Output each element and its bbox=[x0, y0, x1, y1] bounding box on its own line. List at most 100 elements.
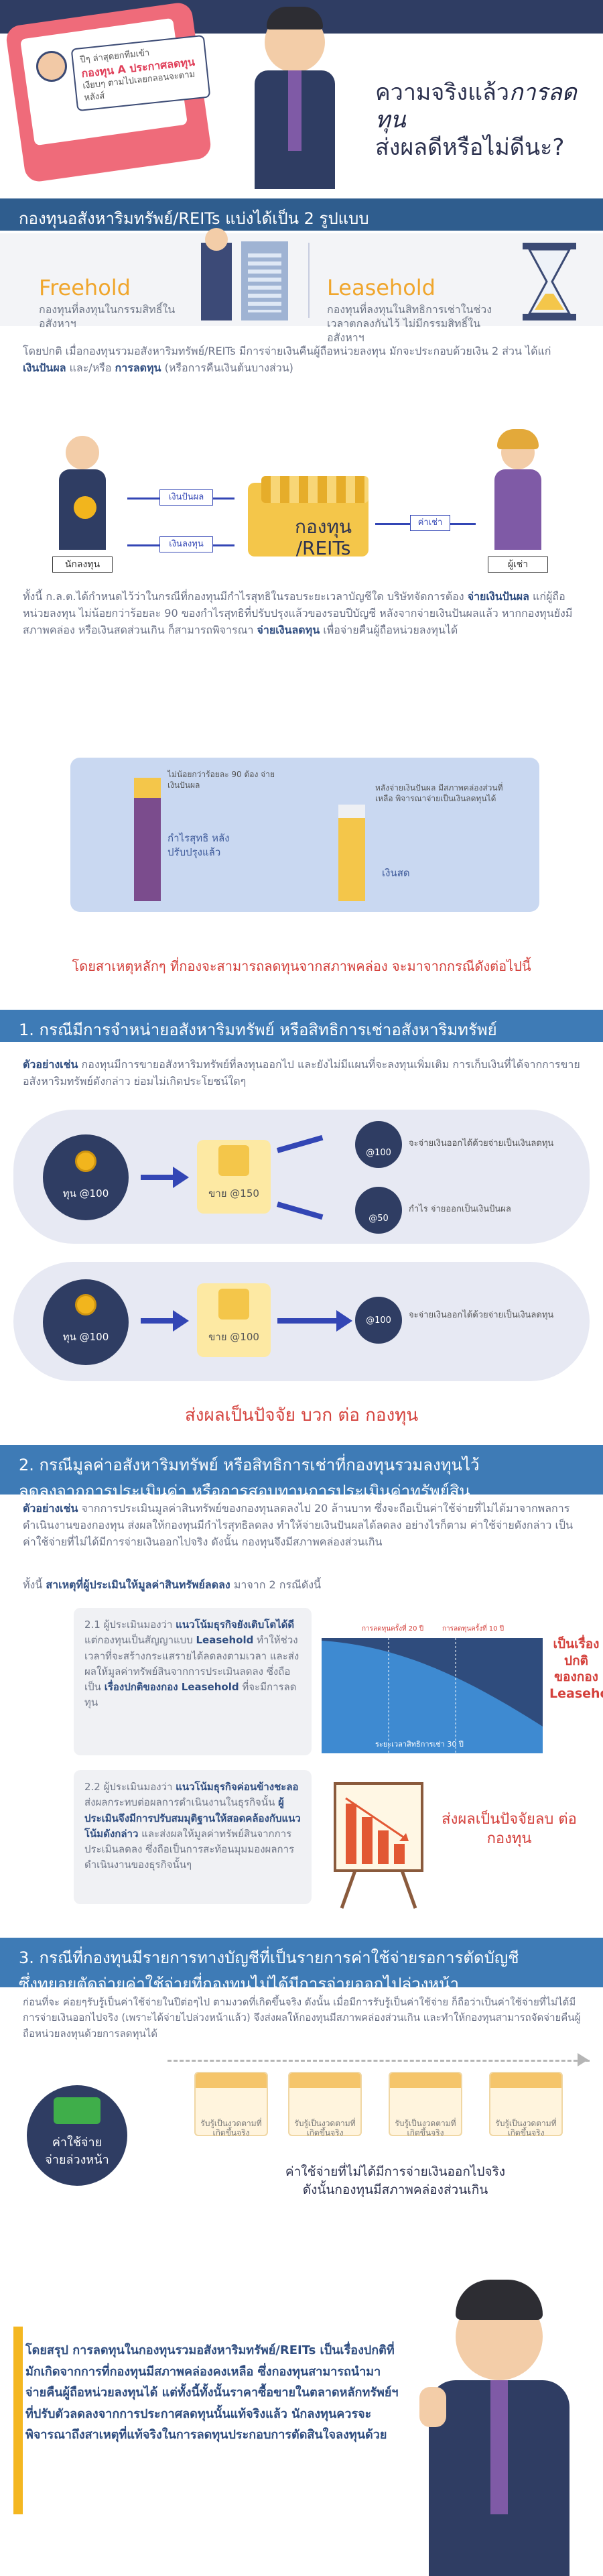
investor-coin-icon bbox=[74, 496, 96, 519]
bar-cash-label: เงินสด bbox=[382, 867, 410, 879]
intro-paragraph: โดยปกติ เมื่อกองทุนรวมอสังหาริมทรัพย์/RE… bbox=[23, 343, 586, 377]
section-header-types: กองทุนอสังหาริมทรัพย์/REITs แบ่งได้เป็น … bbox=[0, 198, 603, 231]
intro-capital-reduction: การลดทุน bbox=[115, 361, 161, 374]
intro-end: (หรือการคืนเงินต้นบางส่วน) bbox=[164, 361, 293, 374]
case1-tail: ที่จะมีการลดทุน bbox=[84, 1681, 297, 1709]
section-header-1: 1. กรณีมีการจำหน่ายอสังหาริมทรัพย์ หรือส… bbox=[0, 1010, 603, 1042]
row2-capital-circle bbox=[43, 1279, 129, 1365]
hero-title-part2: ส่งผลดีหรือไม่ดีนะ? bbox=[375, 133, 565, 161]
bar-cash-note: หลังจ่ายเงินปันผล มีสภาพคล่องส่วนที่เหลื… bbox=[375, 783, 503, 803]
explain-text-3: เพื่อจ่ายคืนผู้ถือหน่วยลงทุนได้ bbox=[323, 623, 458, 636]
row1-out-text-2: กำไร จ่ายออกเป็นเงินปันผล bbox=[409, 1204, 511, 1214]
freehold-person bbox=[201, 243, 232, 320]
summary-man-hair bbox=[456, 2280, 543, 2320]
case1-normal: เรื่องปกติของกอง Leasehold bbox=[104, 1681, 239, 1693]
hourglass-icon bbox=[516, 243, 583, 320]
row1-out-value-1: @100 bbox=[366, 1148, 391, 1158]
row2-arrowhead-1 bbox=[173, 1310, 189, 1332]
row1-arrow-1 bbox=[141, 1175, 174, 1180]
section3-result: ค่าใช้จ่ายที่ไม่ได้มีการจ่ายเงินออกไปจริ… bbox=[201, 2163, 590, 2199]
section1-example: ตัวอย่างเช่น bbox=[23, 1058, 78, 1071]
bar-profit-label: กำไรสุทธิ หลังปรับปรุงแล้ว bbox=[168, 832, 230, 858]
calendar-caption-2: รับรู้เป็นงวดตามที่เกิดขึ้นจริง bbox=[294, 2119, 356, 2138]
hero-section: ปีๆ ล่าสุดยกทีมเข้า กองทุน A ประกาศลดทุน… bbox=[0, 0, 603, 189]
row2-arrowhead-2 bbox=[336, 1310, 352, 1332]
calendar-caption-3: รับรู้เป็นงวดตามที่เกิดขึ้นจริง bbox=[395, 2119, 456, 2138]
summary-man-hand bbox=[419, 2387, 446, 2427]
case-2-2-card: 2.2 ผู้ประเมินมองว่า แนวโน้มธุรกิจค่อนข้… bbox=[74, 1770, 312, 1904]
row2-arrow-1 bbox=[141, 1318, 174, 1324]
section3-title-1: 3. กรณีที่กองทุนมีรายการทางบัญชีที่เป็นร… bbox=[19, 1948, 519, 1967]
investor-head bbox=[66, 436, 99, 469]
summary-frame bbox=[13, 2327, 415, 2514]
row1-circle-label: ทุน @100 bbox=[62, 1187, 109, 1199]
reit-types-panel bbox=[0, 233, 603, 326]
freehold-person-head bbox=[205, 228, 228, 251]
case1-bold: แนวโน้มธุรกิจยังเติบโตได้ดี bbox=[176, 1619, 295, 1631]
section2-note-bold: สาเหตุที่ผู้ประเมินให้มูลค่าสินทรัพย์ลดล… bbox=[46, 1578, 230, 1591]
freehold-desc: กองทุนที่ลงทุนในกรรมสิทธิ์ในอสังหาฯ bbox=[39, 303, 176, 330]
section-title-types: กองทุนอสังหาริมทรัพย์/REITs แบ่งได้เป็น … bbox=[19, 209, 369, 228]
row2-money-icon bbox=[218, 1289, 249, 1320]
chart-axis-label: ระยะเวลาสิทธิการเช่า 30 ปี bbox=[375, 1740, 464, 1749]
arrow-rent-label: ค่าเช่า bbox=[410, 515, 450, 531]
section2-note-post: มาจาก 2 กรณีดังนี้ bbox=[233, 1578, 322, 1591]
section2-title-2: ลดลงจากการประเมินค่า หรือการสอบทานการประ… bbox=[19, 1482, 470, 1501]
row1-coin-icon bbox=[75, 1151, 96, 1172]
tenant-label: ผู้เช่า bbox=[488, 557, 548, 573]
section2-note-pre: ทั้งนี้ bbox=[23, 1578, 43, 1591]
explain-paragraph: ทั้งนี้ ก.ล.ต.ได้กำหนดไว้ว่าในกรณีที่กอง… bbox=[23, 589, 586, 638]
section1-conclusion: ส่งผลเป็นปัจจัย บวก ต่อ กองทุน bbox=[184, 1405, 419, 1425]
hero-title-em: การลดทุน bbox=[375, 79, 577, 133]
explain-bold-2: จ่ายเงินลดทุน bbox=[257, 623, 320, 636]
bar-profit-dividend bbox=[134, 778, 161, 798]
section2-title-1: 2. กรณีมูลค่าอสังหาริมทรัพย์ หรือสิทธิกา… bbox=[19, 1456, 480, 1474]
timeline-dashed-line bbox=[168, 2060, 590, 2062]
bar-cash-top bbox=[338, 805, 365, 818]
row1-capital-circle bbox=[43, 1134, 129, 1220]
section1-desc: กองทุนมีการขายอสังหาริมทรัพย์ที่ลงทุนออก… bbox=[23, 1058, 580, 1088]
fund-name-2: /REITs bbox=[295, 537, 351, 560]
section3-title-2: ซึ่งทยอยตัดจ่ายค่าใช้จ่ายที่กองทุนไม่ได้… bbox=[19, 1975, 460, 1993]
row2-out-value: @100 bbox=[366, 1315, 391, 1326]
section-header-2: 2. กรณีมูลค่าอสังหาริมทรัพย์ หรือสิทธิกา… bbox=[0, 1445, 603, 1501]
tenant-figure bbox=[494, 469, 541, 550]
explain-bold-1: จ่ายเงินปันผล bbox=[467, 590, 529, 603]
row2-circle-label: ทุน @100 bbox=[62, 1331, 109, 1343]
avatar bbox=[36, 51, 67, 82]
businessman-hair bbox=[267, 7, 323, 30]
prepaid-label-2: จ่ายล่วงหน้า bbox=[45, 2153, 109, 2167]
hero-title-part1: ความจริงแล้ว bbox=[375, 79, 509, 106]
declining-easel-chart-icon bbox=[328, 1777, 429, 1911]
row1-out-value-2: @50 bbox=[368, 1214, 389, 1224]
types-divider bbox=[308, 243, 310, 318]
businessman-tie bbox=[288, 70, 302, 151]
cash-icon bbox=[54, 2097, 100, 2124]
bar-profit-note: ไม่น้อยกว่าร้อยละ 90 ต้อง จ่ายเงินปันผล bbox=[168, 770, 275, 790]
row1-out-circle-2 bbox=[355, 1187, 402, 1234]
case1-pre: 2.1 ผู้ประเมินมองว่า bbox=[84, 1619, 173, 1631]
row1-sale-label: ขาย @150 bbox=[208, 1187, 259, 1199]
section2-paragraph: ตัวอย่างเช่น จากการประเมินมูลค่าสินทรัพย… bbox=[23, 1501, 586, 1550]
section-title-1: 1. กรณีมีการจำหน่ายอสังหาริมทรัพย์ หรือส… bbox=[19, 1020, 497, 1039]
intro-text: โดยปกติ เมื่อกองทุนรวมอสังหาริมทรัพย์/RE… bbox=[23, 345, 551, 357]
case1-leasehold: Leasehold bbox=[196, 1634, 254, 1647]
section-header-3: 3. กรณีที่กองทุนมีรายการทางบัญชีที่เป็นร… bbox=[0, 1938, 603, 1993]
case2-mid: ส่งผลกระทบต่อผลการดำเนินงานในธุรกิจนั้น bbox=[84, 1796, 275, 1809]
investor-label: นักลงทุน bbox=[52, 557, 113, 573]
row2-out-text: จะจ่ายเงินออกได้ด้วยจ่ายเป็นเงินลดทุน bbox=[409, 1310, 554, 1320]
hero-question: ความจริงแล้วการลดทุน ส่งผลดีหรือไม่ดีนะ? bbox=[375, 79, 596, 161]
section3-paragraph: ก่อนที่จะ ค่อยๆรับรู้เป็นค่าใช้จ่ายในปีต… bbox=[23, 1996, 581, 2040]
case1-result: เป็นเรื่องปกติ ของกอง Leasehold bbox=[549, 1637, 603, 1702]
fund-name: กองทุน bbox=[295, 516, 352, 538]
case2-bold-2: ผู้ประเมินจึงมีการปรับสมมุติฐานให้สอดคล้… bbox=[84, 1796, 301, 1840]
section2-desc: จากการประเมินมูลค่าสินทรัพย์ของกองทุนลดล… bbox=[23, 1502, 574, 1548]
money-stack-top bbox=[261, 476, 368, 503]
row2-sale-label: ขาย @100 bbox=[208, 1331, 259, 1343]
prepaid-label-1: ค่าใช้จ่าย bbox=[52, 2135, 103, 2150]
case2-result: ส่งผลเป็นปัจจัยลบ ต่อกองทุน bbox=[442, 1811, 577, 1847]
timeline-arrowhead bbox=[578, 2053, 588, 2066]
cause-text: โดยสาเหตุหลักๆ ที่กองจะสามารถลดทุนจากสภา… bbox=[72, 958, 531, 974]
section3-result-2: ดังนั้นกองทุนมีสภาพคล่องส่วนเกิน bbox=[302, 2182, 488, 2197]
